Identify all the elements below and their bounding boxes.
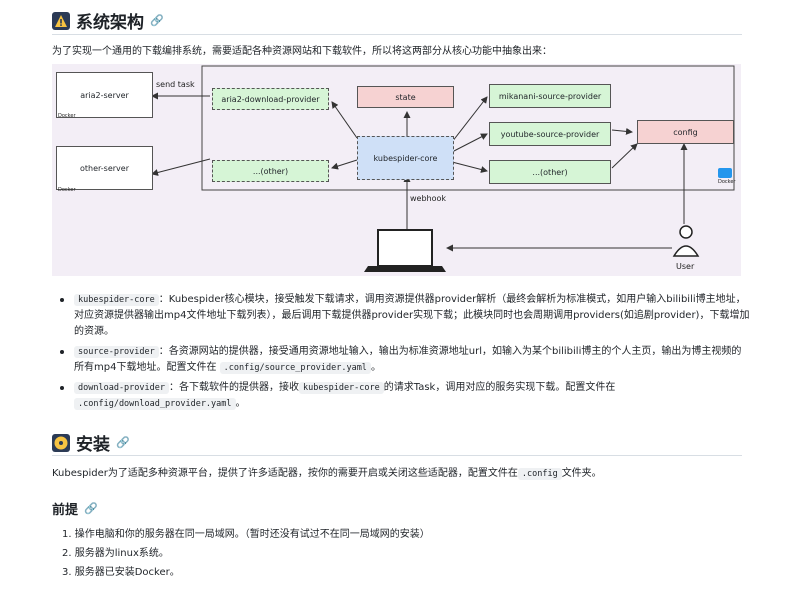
list-item: 3. 服务器已安装Docker。 (62, 567, 180, 578)
section-heading-prerequisites: 前提 🔗 (52, 499, 98, 518)
diagram-lines (58, 65, 735, 272)
architecture-intro: 为了实现一个通用的下载编排系统，需要适配各种资源网站和下载软件，所以将这两部分从… (52, 46, 552, 57)
laptop-icon (377, 229, 433, 267)
send-task-label: send task (156, 80, 195, 89)
aria2-download-provider-node: aria2-download-provider (212, 88, 329, 110)
aria2-server-node: aria2-server (56, 72, 153, 118)
inline-code: .config/source_provider.yaml (219, 362, 371, 374)
heading-divider (52, 455, 742, 456)
user-icon (679, 225, 693, 239)
list-item: 2. 服务器为linux系统。 (62, 548, 169, 559)
list-item: 1. 操作电脑和你的服务器在同一局域网。（暂时还没有试过不在同一局域网的安装） (62, 529, 430, 540)
config-node: config (637, 120, 734, 144)
other-server-arrow (151, 158, 211, 176)
inline-code: kubespider-core (299, 382, 384, 394)
docker-label: Docker (718, 179, 736, 185)
mikanani-source-provider-node: mikanani-source-provider (489, 84, 611, 108)
user-label: User (676, 262, 695, 271)
inline-code: .config (517, 468, 562, 480)
heading-divider (52, 34, 742, 35)
module-list: kubespider-core：Kubespider核心模块，接受触发下载请求，… (60, 292, 750, 416)
anchor-link-icon[interactable]: 🔗 (116, 436, 130, 449)
section-heading-architecture: 系统架构 🔗 (52, 8, 164, 33)
youtube-source-provider-node: youtube-source-provider (489, 122, 611, 146)
state-node: state (357, 86, 454, 108)
section-heading-install: 安装 🔗 (52, 430, 130, 455)
inline-code: .config/download_provider.yaml (74, 398, 236, 410)
prerequisite-list: 1. 操作电脑和你的服务器在同一局域网。（暂时还没有试过不在同一局域网的安装） … (62, 525, 430, 582)
kubespider-core-node: kubespider-core (357, 136, 454, 180)
list-item: source-provider：各资源网站的提供器，接受通用资源地址输入，输出为… (60, 344, 750, 376)
inline-code: download-provider (74, 382, 169, 394)
inline-code: kubespider-core (74, 294, 159, 306)
warning-emoji-icon (52, 11, 70, 30)
other-server-node: other-server (56, 146, 153, 190)
section-title-architecture: 系统架构 (76, 13, 144, 33)
docker-label: Docker (58, 113, 76, 119)
install-intro: Kubespider为了适配多种资源平台，提供了许多适配器，按你的需要开启或关闭… (52, 468, 602, 480)
docker-label: Docker (58, 187, 76, 193)
anchor-link-icon[interactable]: 🔗 (150, 14, 164, 27)
anchor-link-icon[interactable]: 🔗 (84, 502, 98, 515)
inline-code: source-provider (74, 346, 159, 358)
cd-emoji-icon (52, 433, 70, 452)
section-title-prerequisites: 前提 (52, 503, 79, 518)
webhook-label: webhook (410, 194, 447, 203)
list-item: kubespider-core：Kubespider核心模块，接受触发下载请求，… (60, 292, 750, 340)
other-download-provider-node: ...(other) (212, 160, 329, 182)
other-source-provider-node: ...(other) (489, 160, 611, 184)
section-title-install: 安装 (76, 435, 110, 455)
architecture-diagram: aria2-server other-server send task aria… (52, 64, 741, 276)
